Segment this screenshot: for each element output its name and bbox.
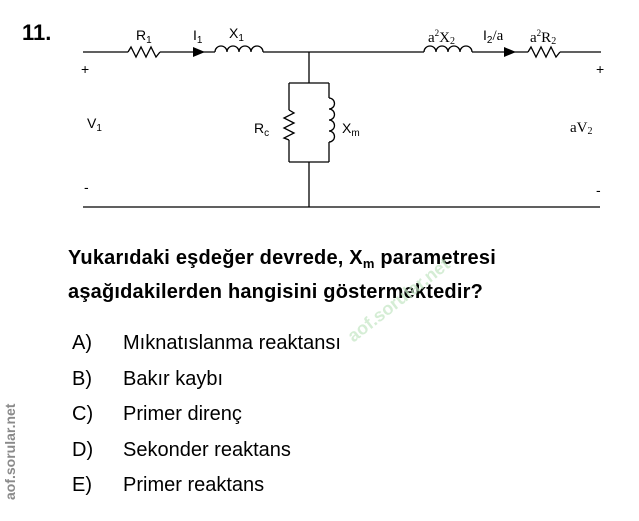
- inductor-xm: [328, 97, 336, 143]
- label-av2: aV2: [570, 120, 593, 137]
- current-arrow-i2: [504, 47, 516, 57]
- watermark-vertical: aof.sorular.net: [2, 403, 18, 500]
- equivalent-circuit-diagram: [83, 45, 601, 208]
- option-letter: A): [72, 332, 92, 355]
- label-a2x2: a2X2: [428, 28, 456, 47]
- label-x1: X1: [229, 25, 244, 44]
- answer-options: A)Mıknatıslanma reaktansı B)Bakır kaybı …: [72, 326, 341, 504]
- option-b[interactable]: B) Bakır kaybı: [72, 362, 341, 398]
- option-text: Bakır kaybı: [123, 367, 224, 390]
- terminal-plus-left: +: [81, 61, 90, 77]
- option-text: Mıknatıslanma reaktansı: [123, 332, 341, 355]
- terminal-plus-right: +: [596, 61, 605, 77]
- label-xm: Xm: [342, 120, 360, 139]
- option-a[interactable]: A) Mıknatıslanma reaktansı: [72, 326, 341, 362]
- label-i2-over-a: I2/a: [483, 27, 504, 46]
- option-letter: C): [72, 403, 94, 426]
- resistor-rc: [282, 109, 296, 141]
- terminal-minus-right: -: [596, 182, 601, 198]
- label-a2r2: a2R2: [530, 28, 557, 47]
- label-rc: Rc: [254, 120, 270, 139]
- inductor-x1: [214, 45, 264, 53]
- resistor-r1: [127, 45, 161, 59]
- option-letter: E): [72, 474, 92, 497]
- option-text: Primer reaktans: [123, 474, 265, 497]
- resistor-a2r2: [527, 45, 561, 59]
- option-text: Primer direnç: [123, 403, 242, 426]
- question-number: 11.: [22, 20, 52, 45]
- label-i1: I1: [193, 27, 203, 46]
- option-letter: D): [72, 438, 94, 461]
- inductor-a2x2: [423, 45, 473, 53]
- question-text: Yukarıdaki eşdeğer devrede, Xm parametre…: [68, 247, 496, 303]
- option-letter: B): [72, 367, 92, 390]
- option-text: Sekonder reaktans: [123, 438, 291, 461]
- current-arrow-i1: [193, 47, 205, 57]
- label-r1: R1: [136, 27, 152, 46]
- option-d[interactable]: D) Sekonder reaktans: [72, 433, 341, 469]
- option-c[interactable]: C) Primer direnç: [72, 397, 341, 433]
- option-e[interactable]: E) Primer reaktans: [72, 468, 341, 504]
- terminal-minus-left: -: [84, 179, 89, 195]
- label-v1: V1: [87, 115, 102, 134]
